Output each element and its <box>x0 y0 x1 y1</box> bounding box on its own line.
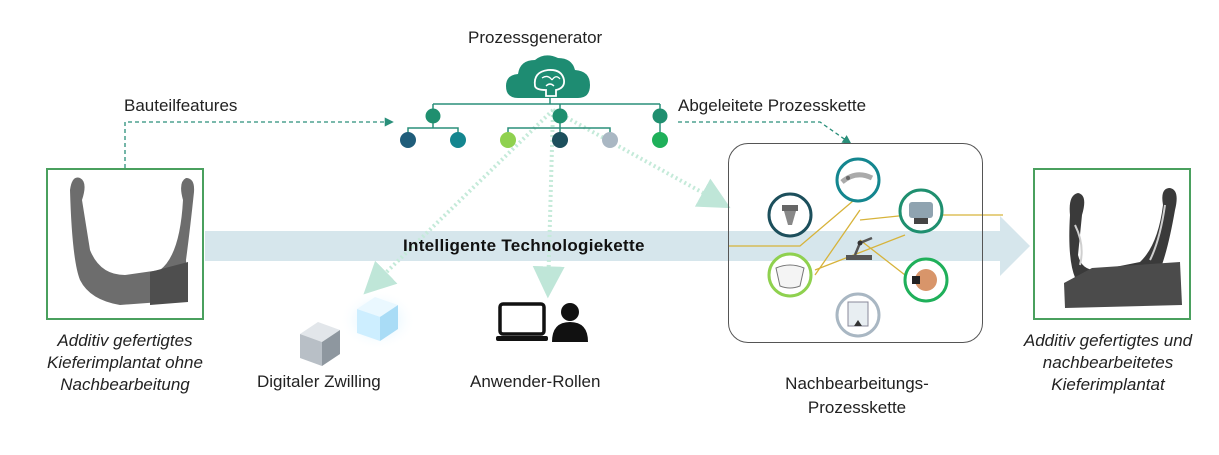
cube-pair-icon <box>300 290 416 366</box>
output-caption-line3: Kieferimplantat <box>1051 375 1165 394</box>
laptop-person-icon <box>496 302 588 342</box>
process-step-polishing <box>903 257 949 303</box>
generator-tree-lines <box>407 98 661 133</box>
feature-arrow <box>124 117 394 168</box>
tree-node-level1-right <box>652 108 668 124</box>
tree-node-level1-left <box>425 108 441 124</box>
tree-node-leaf-6 <box>652 132 668 148</box>
process-chain-links <box>728 194 1003 276</box>
tree-node-leaf-2 <box>450 132 466 148</box>
digital-twin-label: Digitaler Zwilling <box>257 372 381 391</box>
input-caption-line1: Additiv gefertigtes <box>57 331 193 350</box>
generator-beams <box>363 108 731 299</box>
input-part-caption: Additiv gefertigtes Kieferimplantat ohne… <box>18 330 232 396</box>
process-chain-caption-line1: Nachbearbeitungs- <box>785 374 929 393</box>
output-part-frame <box>1033 168 1191 320</box>
tree-node-leaf-4 <box>552 132 568 148</box>
input-part-frame <box>46 168 204 320</box>
technology-chain-label: Intelligente Technologiekette <box>403 236 645 255</box>
tree-node-level1-mid <box>552 108 568 124</box>
technology-chain-arrow <box>205 216 1030 276</box>
process-chain-box <box>728 143 983 343</box>
generator-title: Prozessgenerator <box>468 28 603 47</box>
process-step-milling <box>767 192 813 238</box>
user-roles-label: Anwender-Rollen <box>470 372 601 391</box>
process-step-robot <box>846 236 873 260</box>
process-step-inspection <box>835 292 881 338</box>
tree-node-leaf-3 <box>500 132 516 148</box>
process-step-vibratory <box>767 252 813 298</box>
tree-node-leaf-1 <box>400 132 416 148</box>
input-caption-line2: Kieferimplantat ohne <box>47 353 203 372</box>
jaw-implant-finished-image <box>1064 188 1182 308</box>
brain-cloud-icon <box>506 55 590 98</box>
process-step-drum <box>898 188 944 234</box>
jaw-implant-raw-image <box>70 177 195 305</box>
tree-node-leaf-5 <box>602 132 618 148</box>
process-chain-caption-line2: Prozesskette <box>807 398 907 417</box>
process-chain-caption: Nachbearbeitungs- Prozesskette <box>752 372 962 420</box>
output-part-caption: Additiv gefertigtes und nachbearbeitetes… <box>1000 330 1216 396</box>
output-caption-line1: Additiv gefertigtes und <box>1023 331 1193 350</box>
process-step-blasting <box>835 157 881 203</box>
derived-chain-arrow <box>678 121 852 145</box>
derived-chain-label: Abgeleitete Prozesskette <box>678 96 867 115</box>
output-caption-line2: nachbearbeitetes <box>1042 353 1174 372</box>
generator-tree-nodes <box>400 108 668 148</box>
input-caption-line3: Nachbearbeitung <box>60 375 190 394</box>
feature-arrow-label: Bauteilfeatures <box>124 96 238 115</box>
